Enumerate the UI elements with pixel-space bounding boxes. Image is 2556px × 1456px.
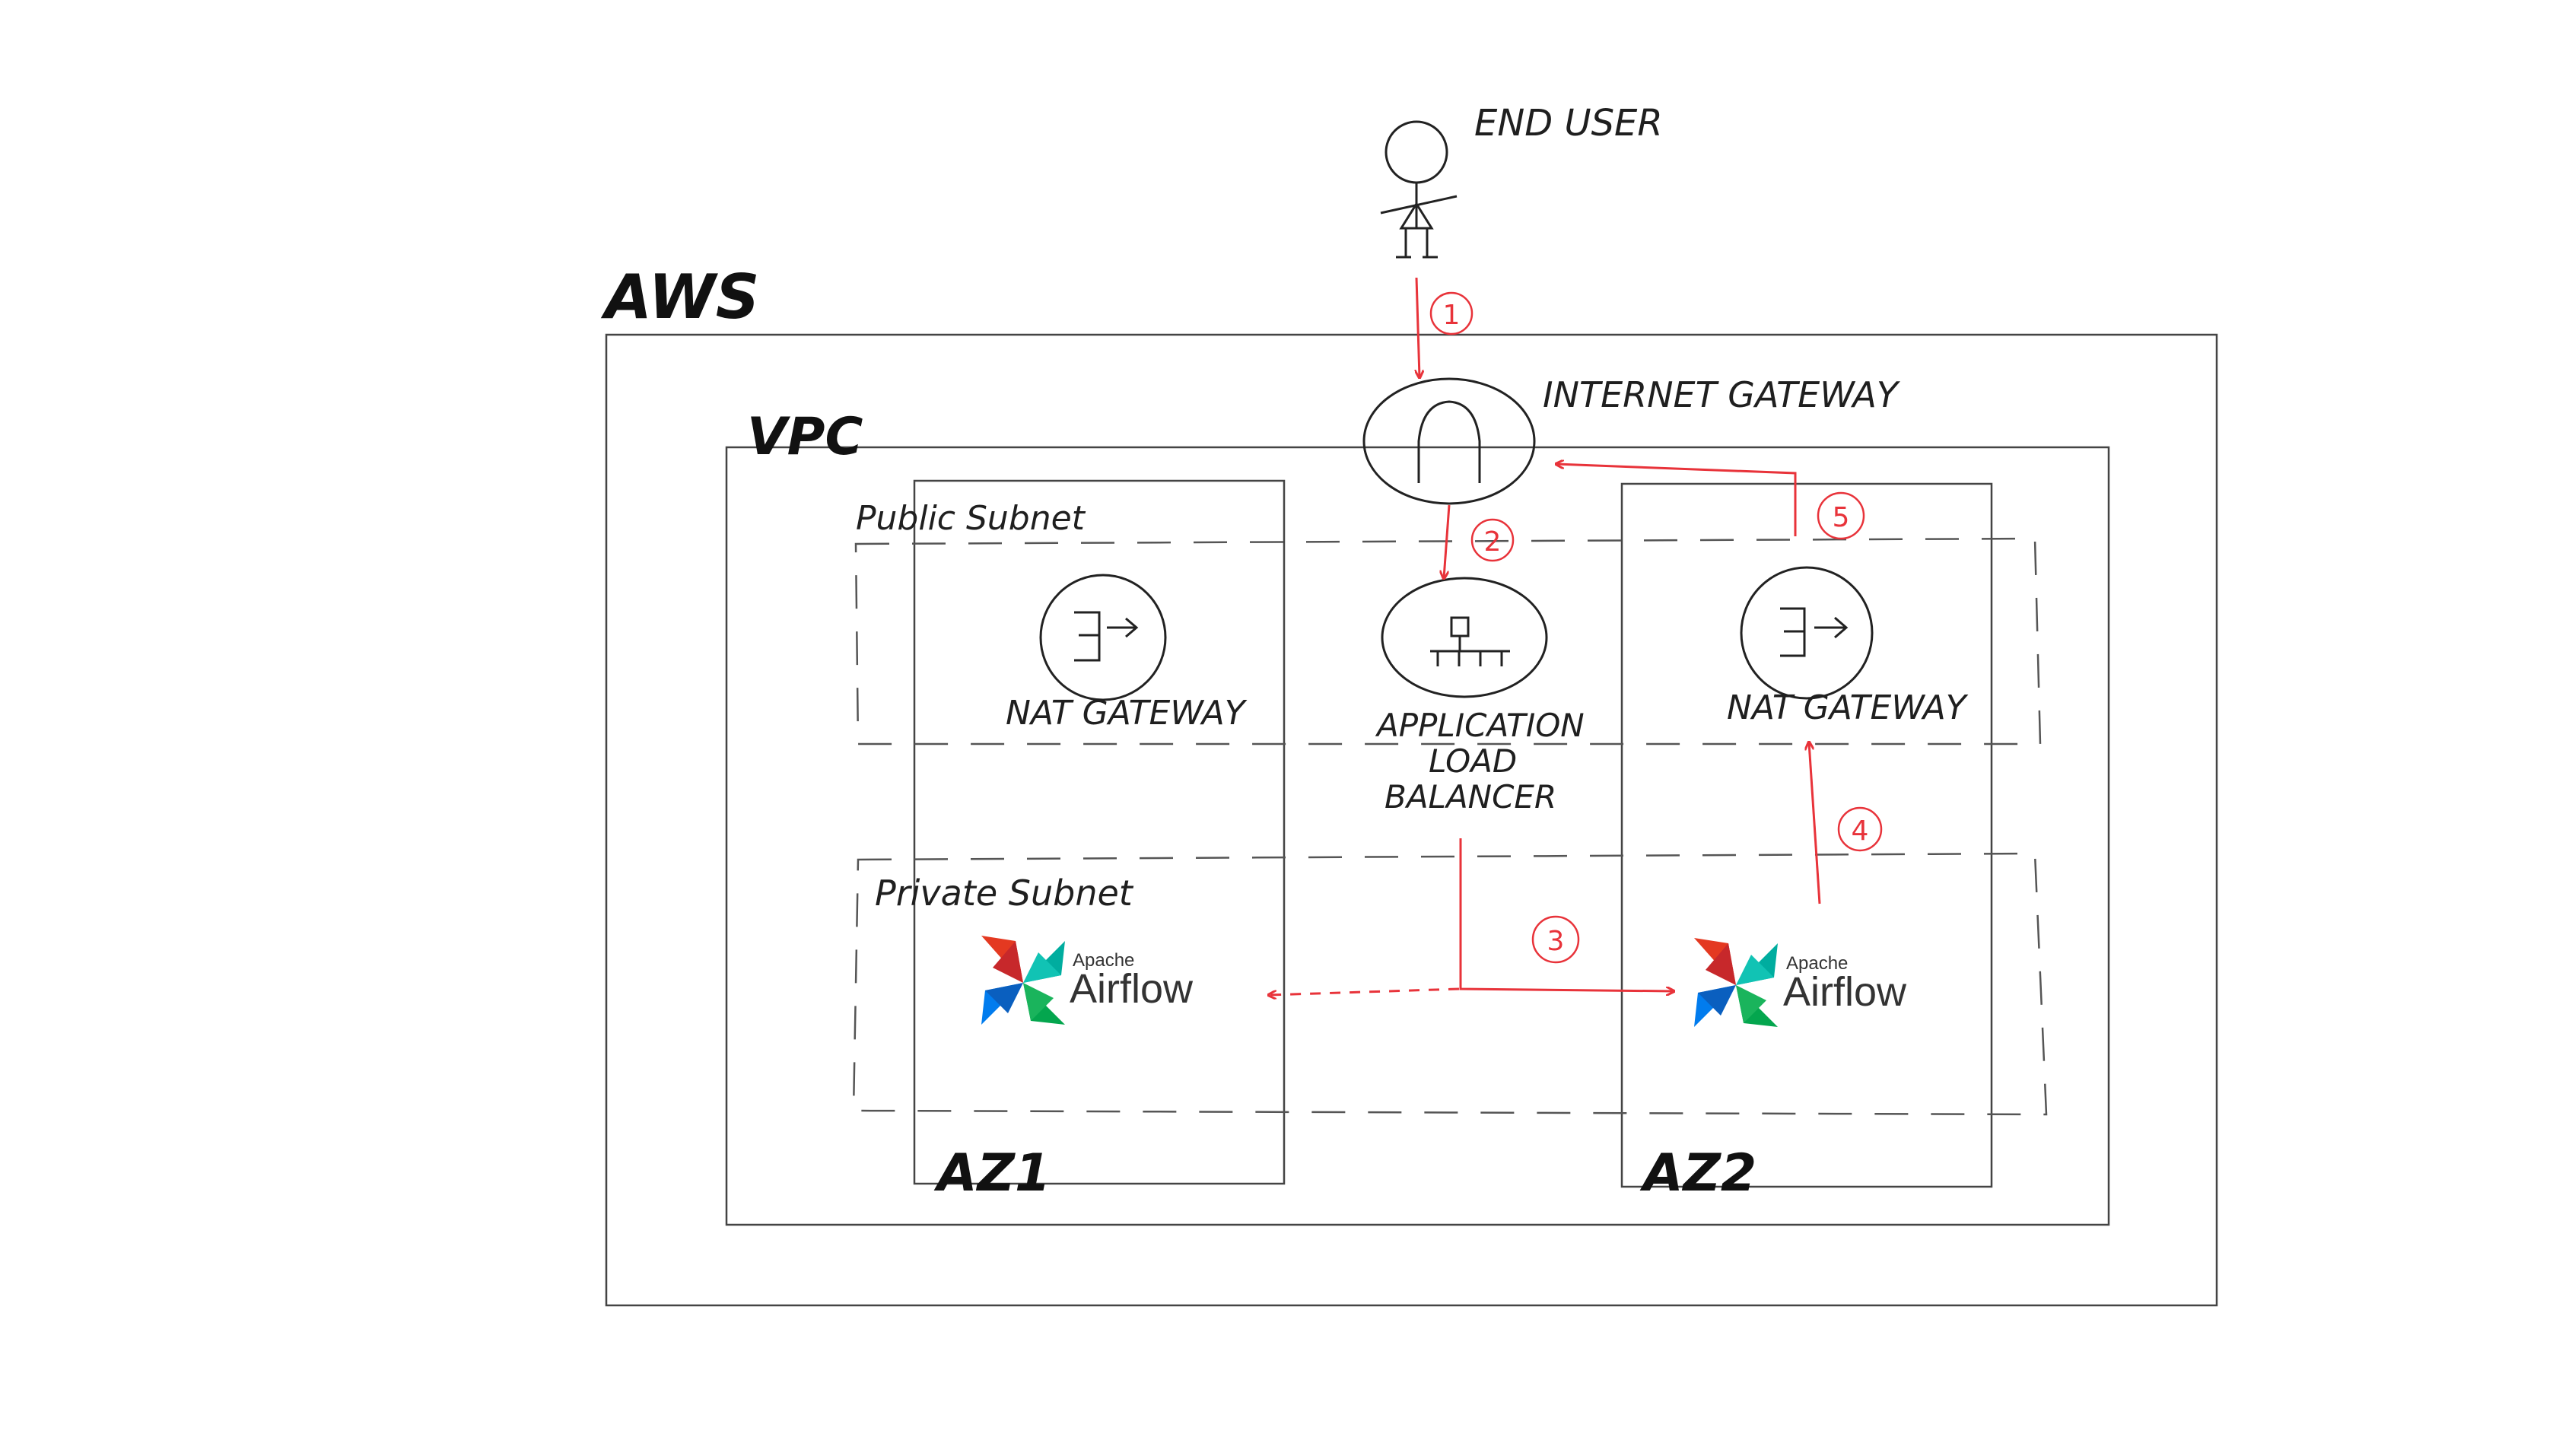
- svg-text:1: 1: [1443, 300, 1461, 331]
- airflow-logo-small-text: Apache: [1073, 950, 1134, 971]
- flow-arrow-4: [1809, 742, 1821, 904]
- airflow-logo-big-text: Airflow: [1783, 969, 1907, 1015]
- airflow-logo-az1: Apache Airflow: [981, 936, 1194, 1025]
- airflow-pinwheel-icon: [981, 936, 1065, 1025]
- step-badge-1: 1: [1429, 291, 1474, 335]
- aws-label: AWS: [600, 262, 759, 332]
- end-user-icon: [1380, 120, 1458, 259]
- az2-boundary: [1620, 482, 1993, 1188]
- end-user-label: END USER: [1474, 102, 1663, 145]
- az2-label: AZ2: [1639, 1143, 1756, 1203]
- internet-gateway-label: INTERNET GATEWAY: [1543, 374, 1901, 415]
- alb-label-line1: APPLICATION: [1375, 707, 1585, 744]
- nat-gateway-az1-icon: [1039, 574, 1167, 701]
- airflow-logo-big-text: Airflow: [1070, 966, 1194, 1012]
- flow-arrow-5: [1556, 464, 1797, 536]
- flow-arrow-2: [1444, 504, 1451, 578]
- svg-text:2: 2: [1484, 526, 1502, 558]
- flow-arrow-3-dashed: [1269, 987, 1460, 995]
- svg-text:3: 3: [1547, 926, 1565, 957]
- az1-label: AZ1: [933, 1143, 1051, 1203]
- step-badge-2: 2: [1470, 518, 1515, 562]
- aws-boundary: [605, 333, 2218, 1307]
- svg-text:4: 4: [1852, 815, 1869, 847]
- airflow-logo-small-text: Apache: [1786, 953, 1848, 974]
- nat-gateway-az2-icon: [1740, 566, 1874, 700]
- alb-label-line2: LOAD: [1429, 742, 1517, 780]
- vpc-boundary: [725, 446, 2110, 1226]
- alb-label-line3: BALANCER: [1384, 778, 1556, 815]
- private-subnet-label: Private Subnet: [875, 873, 1134, 914]
- private-subnet-boundary: [852, 852, 2048, 1116]
- public-subnet-label: Public Subnet: [856, 499, 1086, 538]
- az1-boundary: [913, 479, 1286, 1185]
- step-badge-3: 3: [1531, 915, 1580, 964]
- svg-text:5: 5: [1833, 502, 1850, 533]
- step-badge-5: 5: [1817, 491, 1865, 540]
- airflow-pinwheel-icon: [1694, 938, 1778, 1027]
- vpc-label: VPC: [747, 407, 863, 467]
- step-badge-4: 4: [1837, 806, 1883, 852]
- internet-gateway-icon: [1362, 377, 1536, 505]
- flow-arrow-1: [1416, 277, 1419, 377]
- nat-gateway-az2-label: NAT GATEWAY: [1727, 688, 1969, 727]
- flow-arrow-3: [1459, 838, 1674, 991]
- nat-gateway-az1-label: NAT GATEWAY: [1006, 694, 1248, 733]
- load-balancer-icon: [1381, 577, 1548, 698]
- airflow-logo-az2: Apache Airflow: [1694, 938, 1907, 1027]
